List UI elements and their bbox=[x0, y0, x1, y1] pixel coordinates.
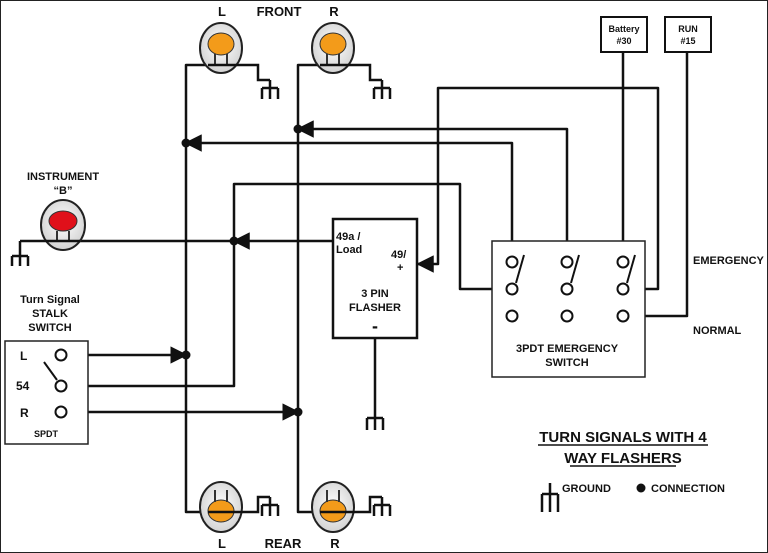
ground-icon bbox=[372, 80, 392, 99]
emergency-feed-wire bbox=[416, 86, 660, 291]
stalk-54-wire bbox=[64, 241, 236, 395]
flasher-minus: - bbox=[372, 316, 378, 336]
stalk-type: SPDT bbox=[34, 429, 59, 439]
flasher-label-1: 3 PIN bbox=[361, 288, 389, 300]
flasher-box bbox=[331, 217, 419, 340]
connection-dot bbox=[181, 138, 191, 148]
legend-ground-label: GROUND bbox=[562, 483, 611, 495]
stalk-label-1: Turn Signal bbox=[20, 294, 80, 306]
lamp-rear-right bbox=[311, 481, 355, 533]
run-wire bbox=[627, 52, 689, 325]
flasher-49-1: 49/ bbox=[391, 249, 406, 261]
label-front: FRONT bbox=[257, 4, 302, 19]
instrument-indicator bbox=[40, 199, 86, 251]
title-line-2: WAY FLASHERS bbox=[564, 450, 682, 467]
switch-54-wire bbox=[232, 182, 512, 291]
instrument-label-1: INSTRUMENT bbox=[27, 171, 99, 183]
label-front-right: R bbox=[329, 4, 339, 19]
lamp-front-right bbox=[311, 22, 355, 74]
battery-label-1: Battery bbox=[608, 24, 639, 34]
lamp-ground-leads bbox=[234, 63, 382, 514]
connection-dots bbox=[181, 124, 303, 417]
switch-left-wire bbox=[184, 134, 514, 262]
stalk-switch bbox=[4, 340, 89, 445]
legend-connection-label: CONNECTION bbox=[651, 483, 725, 495]
flasher-49a-2: Load bbox=[336, 244, 362, 256]
emergency-switch bbox=[491, 240, 646, 378]
connection-dot bbox=[293, 124, 303, 134]
normal-label: NORMAL bbox=[693, 325, 742, 337]
left-bus-wire bbox=[184, 63, 208, 514]
stalk-terminal-r: R bbox=[20, 406, 29, 420]
connection-dot bbox=[181, 350, 191, 360]
right-bus-wire bbox=[296, 63, 320, 514]
stalk-label-2: STALK bbox=[32, 308, 68, 320]
lamp-front-left bbox=[199, 22, 243, 74]
switch-label-2: SWITCH bbox=[545, 357, 588, 369]
stalk-terminal-54: 54 bbox=[16, 379, 30, 393]
ground-symbols bbox=[10, 80, 560, 516]
stalk-terminal-l: L bbox=[20, 349, 27, 363]
battery-box bbox=[600, 16, 648, 53]
flasher-label-2: FLASHER bbox=[349, 302, 401, 314]
label-rear-right: R bbox=[330, 536, 340, 551]
lamp-rear-left bbox=[199, 481, 243, 533]
stalk-label-3: SWITCH bbox=[28, 322, 71, 334]
label-front-left: L bbox=[218, 4, 226, 19]
label-rear-left: L bbox=[218, 536, 226, 551]
flasher-49-2: + bbox=[397, 262, 403, 274]
ground-legend-icon bbox=[540, 483, 560, 512]
title-line-1: TURN SIGNALS WITH 4 bbox=[539, 429, 707, 446]
flasher-49a-1: 49a / bbox=[336, 231, 360, 243]
battery-label-2: #30 bbox=[616, 36, 631, 46]
ground-icon bbox=[10, 241, 30, 266]
run-box bbox=[664, 16, 712, 53]
text-labels: FRONT L R REAR L R INSTRUMENT “B” Turn S… bbox=[16, 4, 765, 551]
emergency-label: EMERGENCY bbox=[693, 255, 765, 267]
ground-icon bbox=[372, 497, 392, 516]
ground-icon bbox=[260, 497, 280, 516]
switch-label-1: 3PDT EMERGENCY bbox=[516, 343, 619, 355]
instrument-label-2: “B” bbox=[54, 185, 73, 197]
connection-legend-icon bbox=[636, 483, 646, 493]
connection-dot bbox=[293, 407, 303, 417]
label-rear: REAR bbox=[265, 536, 302, 551]
ground-icon bbox=[260, 80, 280, 99]
connection-dot bbox=[229, 236, 239, 246]
switch-right-wire bbox=[296, 120, 569, 262]
ground-icon bbox=[365, 412, 385, 430]
run-label-1: RUN bbox=[678, 24, 698, 34]
run-label-2: #15 bbox=[680, 36, 695, 46]
